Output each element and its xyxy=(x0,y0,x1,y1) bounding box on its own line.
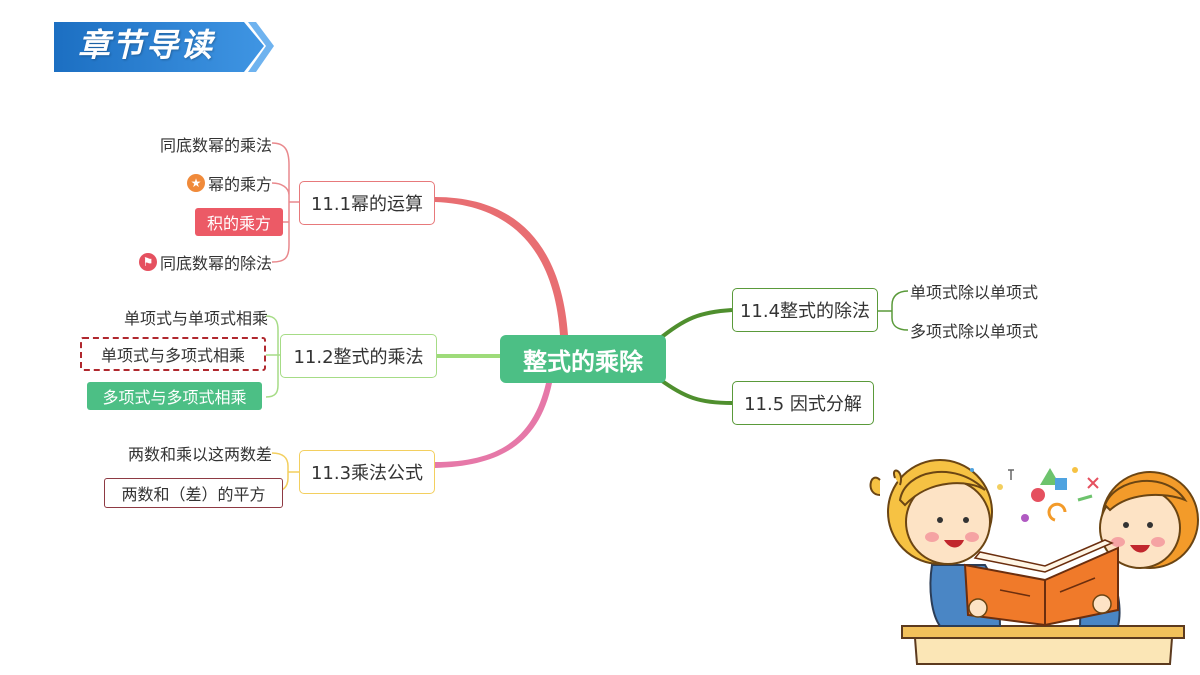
leaf-b4-2: 多项式除以单项式 xyxy=(910,318,1070,342)
branch-node-b4[interactable]: 11.4整式的除法 xyxy=(732,288,878,332)
connector-b5 xyxy=(656,376,733,405)
leaf-b4-1: 单项式除以单项式 xyxy=(910,279,1070,303)
bracket-b2 xyxy=(265,315,280,398)
page-title: 章节导读 xyxy=(78,26,215,64)
children-reading-illustration xyxy=(869,459,1199,665)
bracket-b1 xyxy=(271,142,299,263)
flag-badge-icon: ⚑ xyxy=(138,253,157,271)
branch-node-b2[interactable]: 11.2整式的乘法 xyxy=(280,334,437,378)
leaf-label: 单项式与多项式相乘 xyxy=(100,346,245,365)
connector-b4 xyxy=(656,308,733,342)
leaf-label: 同底数幂的乘法 xyxy=(159,136,272,155)
leaf-b1-1: 同底数幂的乘法 xyxy=(120,132,272,156)
leaf-b2-3: 多项式与多项式相乘 xyxy=(87,382,262,410)
leaf-label: 多项式除以单项式 xyxy=(910,322,1039,341)
leaf-b1-2: ★ 幂的乘方 xyxy=(120,171,272,195)
leaf-label: 同底数幂的除法 xyxy=(159,254,272,273)
leaf-label: 幂的乘方 xyxy=(207,175,272,194)
leaf-b2-2: 单项式与多项式相乘 xyxy=(80,337,266,371)
branch-node-b1[interactable]: 11.1幂的运算 xyxy=(299,181,435,225)
leaf-label: 多项式与多项式相乘 xyxy=(102,388,247,407)
star-badge-icon: ★ xyxy=(186,174,205,192)
leaf-label: 两数和（差）的平方 xyxy=(121,485,266,504)
center-topic[interactable]: 整式的乘除 xyxy=(500,335,666,383)
leaf-b1-3: 积的乘方 xyxy=(195,208,283,236)
leaf-b3-1: 两数和乘以这两数差 xyxy=(100,441,272,465)
connector-b3 xyxy=(435,383,552,468)
leaf-b3-2: 两数和（差）的平方 xyxy=(104,478,283,508)
leaf-label: 积的乘方 xyxy=(206,214,271,233)
leaf-label: 单项式除以单项式 xyxy=(910,283,1039,302)
bracket-b4 xyxy=(878,290,909,331)
leaf-label: 两数和乘以这两数差 xyxy=(127,445,272,464)
connector-b1 xyxy=(435,197,568,335)
leaf-b2-1: 单项式与单项式相乘 xyxy=(80,305,268,329)
leaf-label: 单项式与单项式相乘 xyxy=(123,309,268,328)
branch-node-b5[interactable]: 11.5 因式分解 xyxy=(732,381,874,425)
branch-node-b3[interactable]: 11.3乘法公式 xyxy=(299,450,435,494)
header-banner xyxy=(54,22,274,72)
leaf-b1-4: ⚑ 同底数幂的除法 xyxy=(110,250,272,274)
